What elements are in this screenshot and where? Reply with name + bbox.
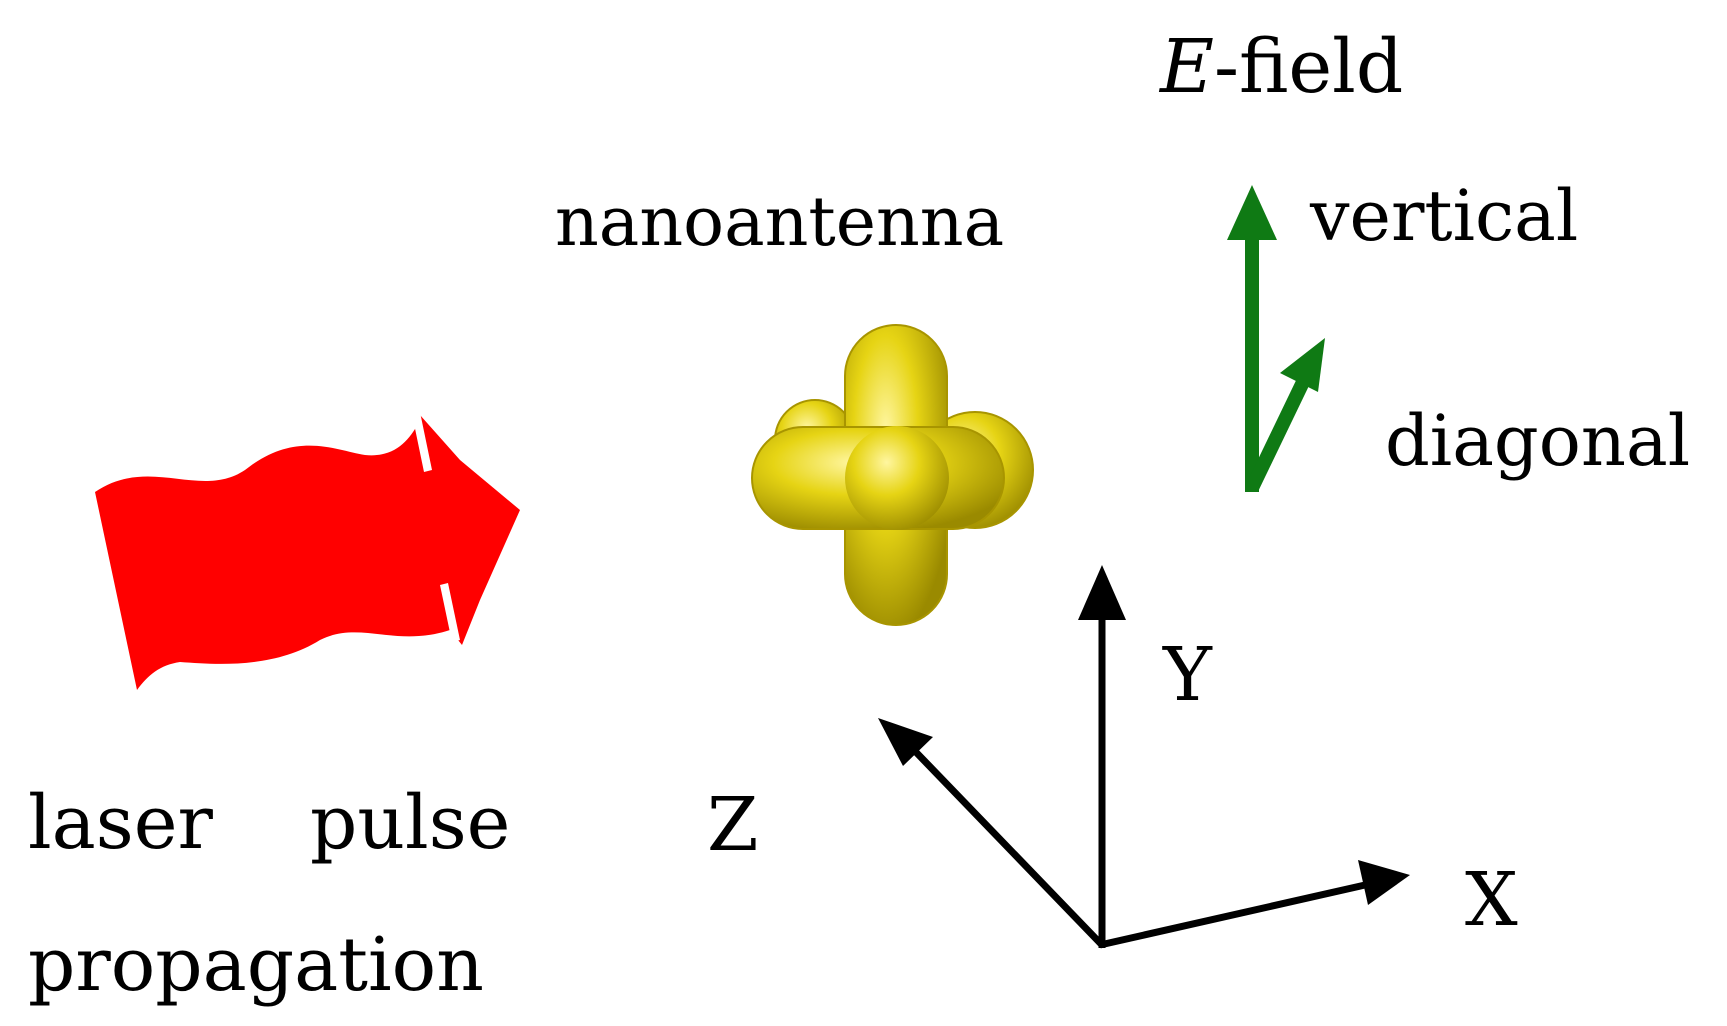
axis-label-x: X xyxy=(1465,857,1518,943)
y-axis-arrowhead xyxy=(1078,565,1126,620)
laser-label-word-3: propagation xyxy=(28,922,484,1008)
coordinate-axes xyxy=(878,565,1410,949)
laser-pulse-body xyxy=(95,415,520,690)
laser-pulse-arrow xyxy=(95,412,520,690)
nanoantenna-center xyxy=(845,426,949,530)
laser-label-word-1: laser xyxy=(28,780,214,866)
vertical-field-arrow-head xyxy=(1227,185,1277,240)
laser-pulse-gap-top xyxy=(412,412,432,472)
x-axis-arrowhead xyxy=(1358,860,1410,905)
field-arrows xyxy=(1227,185,1325,492)
nanoantenna-label: nanoantenna xyxy=(555,183,1004,262)
efield-title-italic: E xyxy=(1158,24,1214,110)
z-axis-arrowhead xyxy=(878,718,933,766)
axis-label-z: Z xyxy=(707,782,758,868)
efield-title-rest: -field xyxy=(1214,24,1403,110)
diagonal-field-arrow-shaft xyxy=(1245,376,1311,492)
x-axis-line xyxy=(1099,881,1366,949)
diagonal-field-arrow-head xyxy=(1280,338,1325,392)
axis-label-y: Y xyxy=(1162,632,1213,718)
efield-title: E-field xyxy=(1158,24,1403,110)
diagonal-label: diagonal xyxy=(1385,400,1690,482)
laser-label-word-2: pulse xyxy=(310,780,510,866)
laser-pulse-gap-bottom xyxy=(440,583,460,642)
vertical-label: vertical xyxy=(1309,175,1578,257)
z-axis-line xyxy=(909,745,1105,948)
nanoantenna-shape xyxy=(751,324,1034,626)
